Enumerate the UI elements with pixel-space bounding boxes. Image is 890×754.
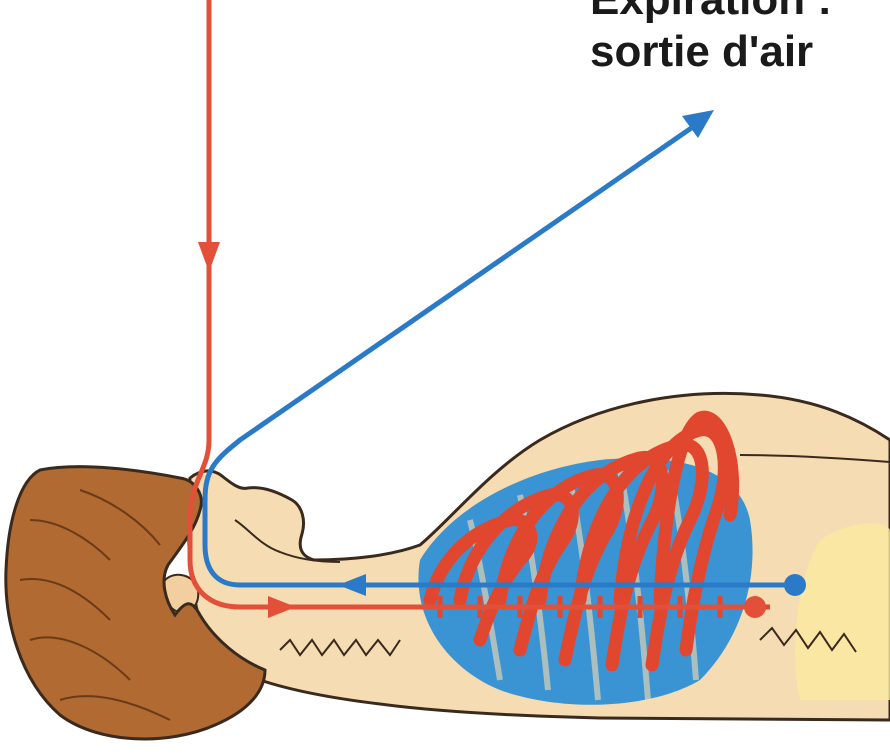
caption-line-1: Expiration : — [590, 0, 832, 26]
expiration-endpoint — [784, 574, 806, 596]
expiration-caption: Expiration : sortie d'air — [590, 0, 832, 78]
caption-line-2: sortie d'air — [590, 26, 832, 78]
inspiration-endpoint — [744, 596, 766, 618]
